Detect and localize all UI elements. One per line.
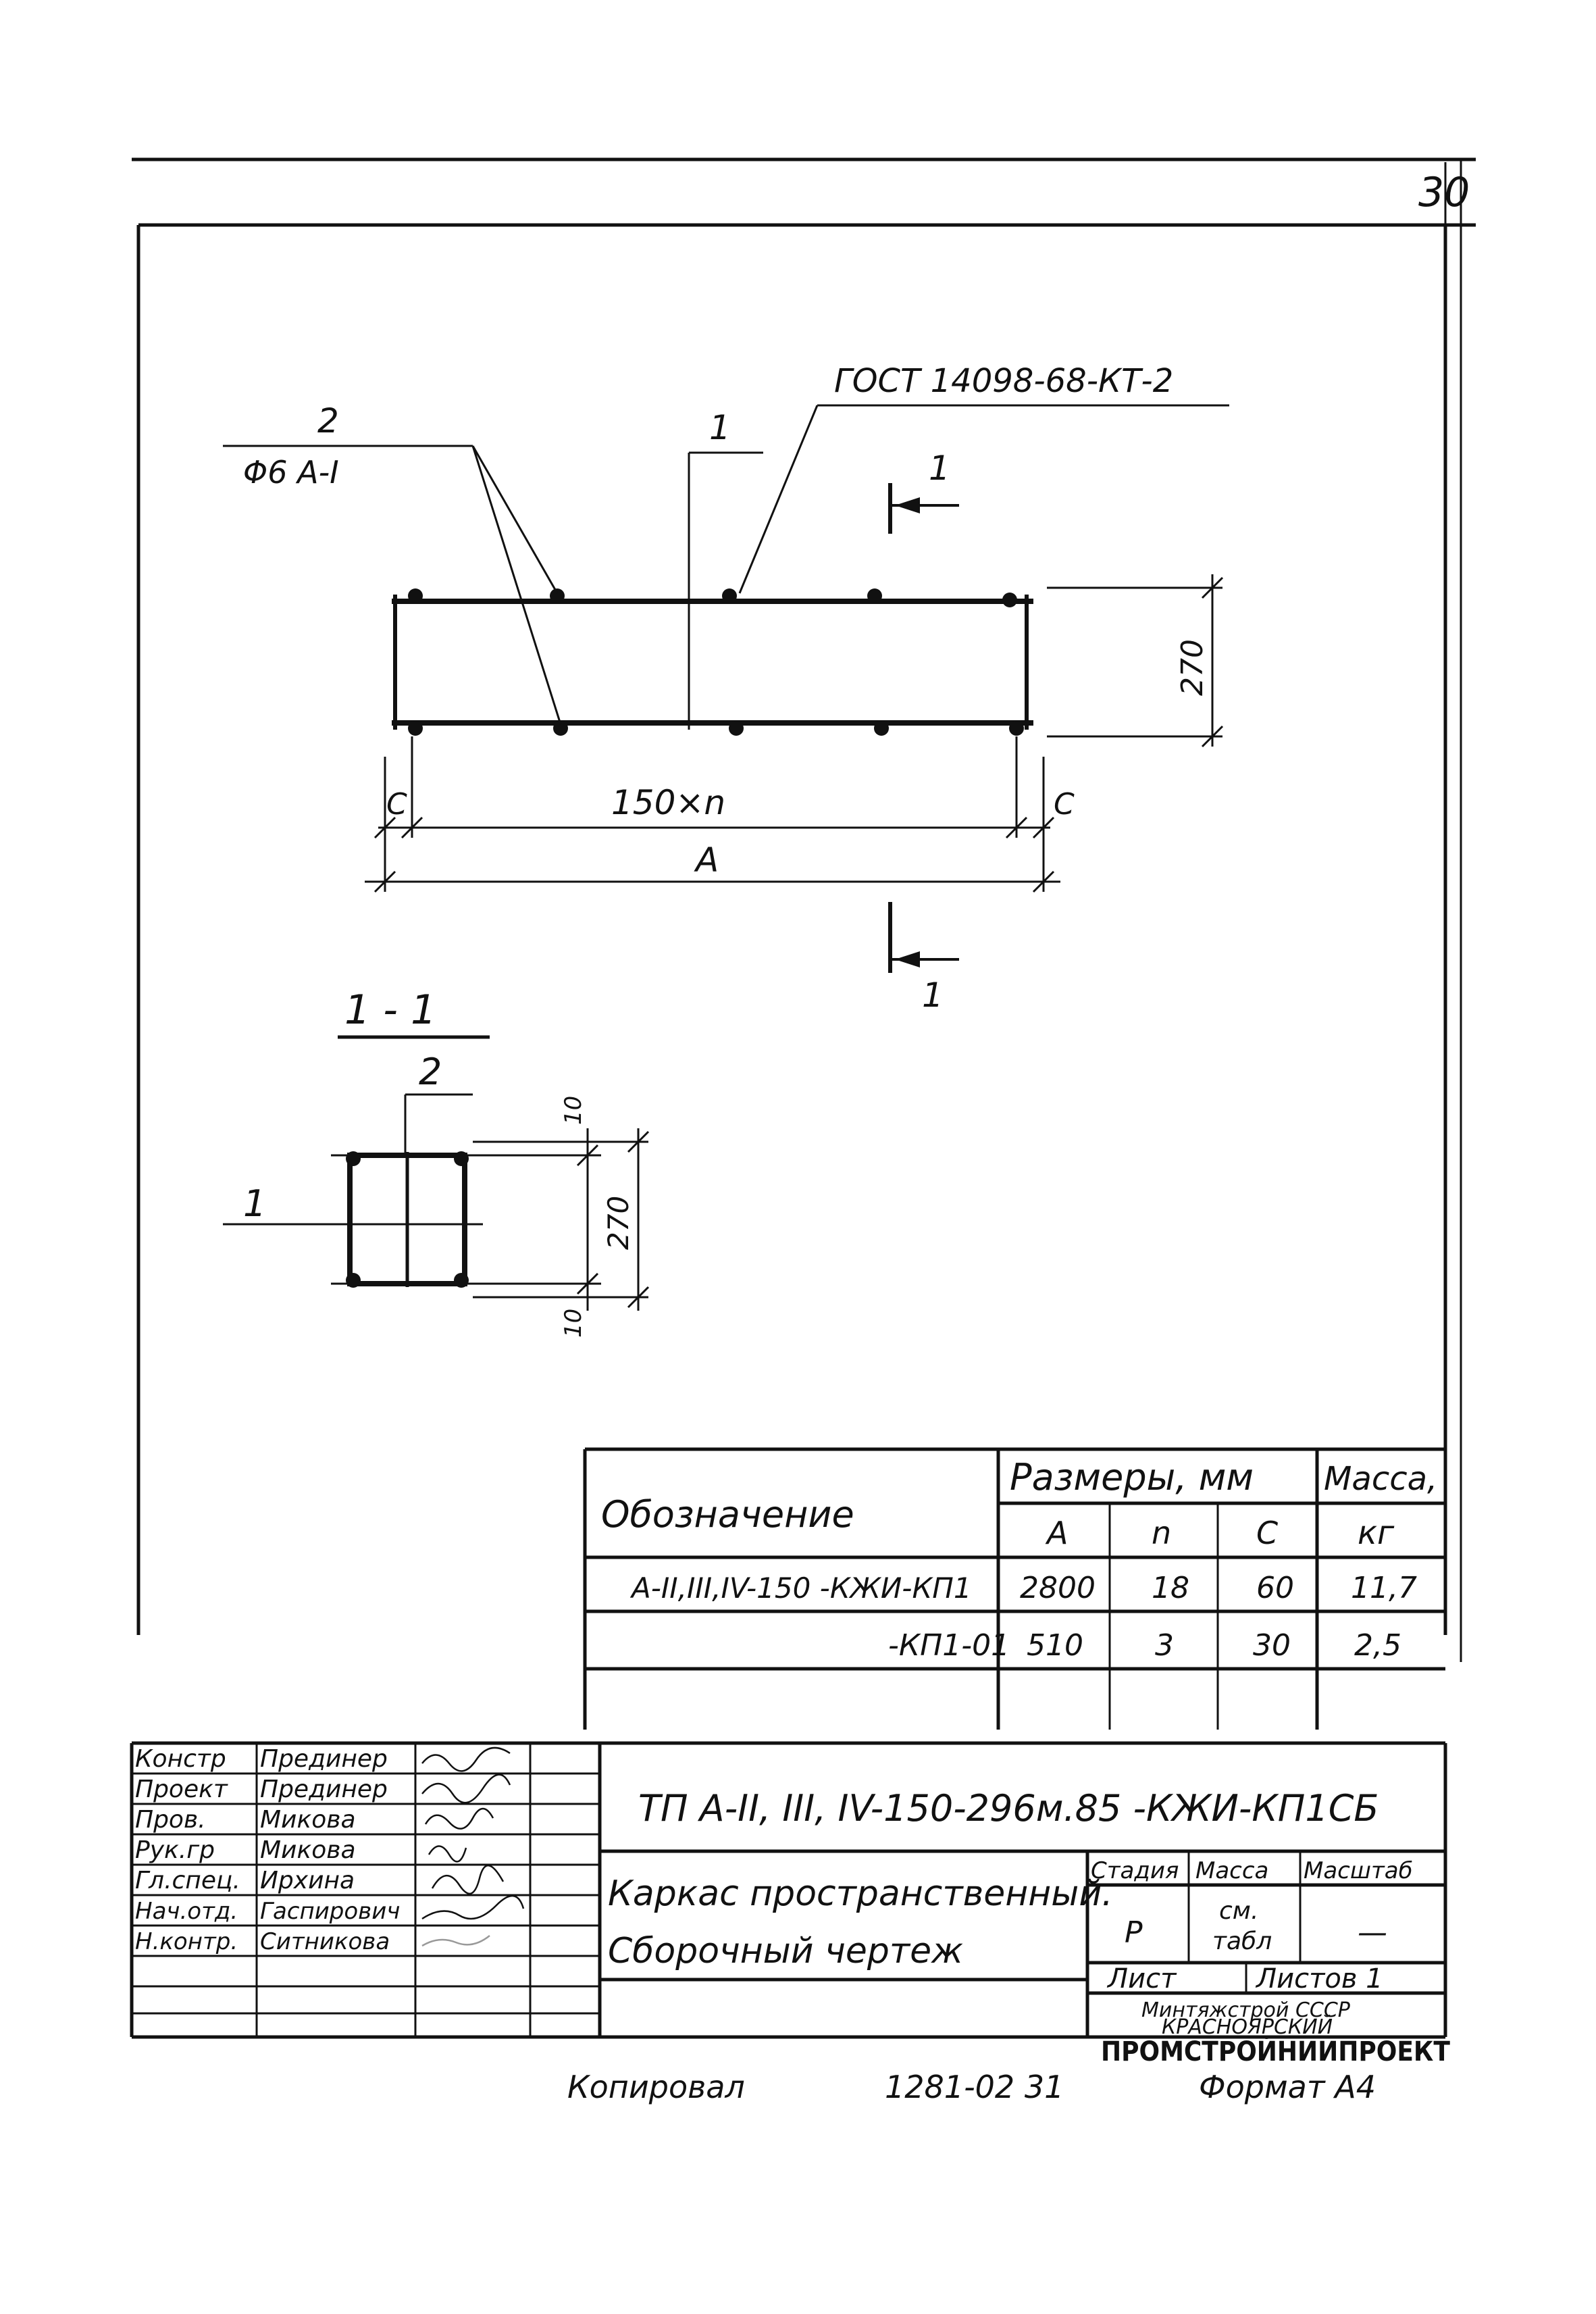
pos-2-spec: Φ6 A-I: [243, 454, 339, 491]
col-n: n: [1152, 1515, 1171, 1551]
svg-text:Прединер: Прединер: [260, 1776, 388, 1803]
drawing-title-2: Сборочный чертеж: [608, 1931, 963, 1971]
section-title: 1 - 1: [344, 986, 436, 1034]
svg-text:табл: табл: [1212, 1928, 1272, 1955]
sheet-frame: [132, 157, 1476, 1662]
svg-text:Констр: Констр: [135, 1745, 226, 1773]
section-pos-1: 1: [243, 1182, 266, 1225]
section-cut-top: 1: [888, 449, 959, 534]
col-a: A: [1045, 1515, 1068, 1551]
section-dim-10-bottom: 10: [560, 1309, 587, 1338]
svg-text:Проект: Проект: [135, 1776, 228, 1803]
section-view: 1 - 1 2 1 10 270 10: [223, 986, 650, 1338]
svg-text:Микова: Микова: [260, 1836, 356, 1864]
pos-2-number: 2: [317, 401, 339, 441]
gost-label: ГОСТ 14098-68-КТ-2: [834, 362, 1173, 400]
row2-designation: -КП1-01: [888, 1628, 1010, 1663]
svg-text:Н.контр.: Н.контр.: [135, 1928, 238, 1955]
row2-n: 3: [1155, 1628, 1174, 1663]
spec-table: Обозначение Размеры, мм Масса, кг A n C …: [583, 1447, 1445, 1730]
col-c: C: [1256, 1515, 1278, 1551]
row2-c: 30: [1253, 1628, 1291, 1663]
header-mass: Масса,: [1324, 1460, 1437, 1498]
plan-view: 2 Φ6 A-I ГОСТ 14098-68-КТ-2 1 1 1 270: [223, 362, 1229, 1015]
section-dim-270: 270: [602, 1196, 635, 1250]
row2-mass: 2,5: [1354, 1628, 1401, 1663]
svg-text:см.: см.: [1219, 1897, 1258, 1925]
plan-dim-270: 270: [1175, 639, 1210, 696]
signatures: [421, 1746, 525, 1947]
svg-text:1: 1: [929, 449, 950, 488]
section-pos-2: 2: [419, 1051, 442, 1093]
org-3: ПРОМСТРОЙНИИПРОЕКТ: [1101, 2035, 1450, 2067]
rod-dots: [408, 588, 1024, 736]
svg-text:Масса: Масса: [1195, 1857, 1268, 1884]
org-1: Минтяжстрой СССР: [1141, 1998, 1351, 2022]
svg-text:Р: Р: [1125, 1915, 1143, 1950]
header-mass-unit: кг: [1358, 1514, 1395, 1552]
svg-text:Гаспирович: Гаспирович: [260, 1898, 400, 1925]
svg-text:1281-02 31: 1281-02 31: [885, 2069, 1064, 2105]
row1-designation: A-II,III,IV-150 -КЖИ-КП1: [629, 1571, 972, 1605]
drawing-title-1: Каркас пространственный.: [608, 1873, 1113, 1914]
plan-dim-a: A: [694, 840, 719, 880]
footer: Копировал 1281-02 31 Формат А4: [567, 2069, 1376, 2105]
svg-text:Микова: Микова: [260, 1806, 356, 1834]
org-2: КРАСНОЯРСКИЙ: [1162, 2015, 1333, 2039]
header-designation: Обозначение: [601, 1493, 854, 1536]
svg-text:Прединер: Прединер: [260, 1745, 388, 1773]
plan-dim-c-left: C: [386, 787, 407, 822]
svg-text:Ситникова: Ситникова: [260, 1928, 390, 1955]
row1-a: 2800: [1020, 1571, 1096, 1605]
svg-text:Нач.отд.: Нач.отд.: [135, 1898, 238, 1925]
sheet-number: 30: [1418, 169, 1470, 216]
mark-1-label: 1: [709, 408, 731, 447]
row1-c: 60: [1256, 1571, 1294, 1605]
svg-text:—: —: [1358, 1915, 1387, 1950]
title-block: Констр Прединер Проект Прединер Пров. Ми…: [130, 1741, 1450, 2067]
row1-n: 18: [1152, 1571, 1189, 1605]
row1-mass: 11,7: [1351, 1571, 1417, 1605]
plan-dim-c-right: C: [1054, 787, 1075, 822]
svg-text:Формат А4: Формат А4: [1199, 2069, 1376, 2105]
svg-text:Стадия: Стадия: [1091, 1857, 1179, 1884]
svg-text:Гл.спец.: Гл.спец.: [135, 1867, 240, 1894]
svg-text:Пров.: Пров.: [135, 1806, 206, 1834]
doc-code: ТП A-II, III, IV-150-296м.85 -КЖИ-КП1СБ: [638, 1787, 1379, 1830]
svg-text:Рук.гр: Рук.гр: [135, 1836, 215, 1864]
section-dim-10-top: 10: [560, 1096, 587, 1125]
svg-text:Масштаб: Масштаб: [1304, 1857, 1413, 1884]
row2-a: 510: [1027, 1628, 1083, 1663]
svg-text:Копировал: Копировал: [567, 2069, 745, 2105]
header-dimensions: Размеры, мм: [1010, 1456, 1254, 1499]
plan-dim-pitch: 150×n: [611, 783, 725, 822]
svg-text:Ирхина: Ирхина: [260, 1867, 355, 1894]
svg-text:Листов 1: Листов 1: [1255, 1963, 1383, 1994]
svg-text:Лист: Лист: [1106, 1963, 1177, 1994]
svg-text:1: 1: [922, 976, 944, 1015]
section-cut-bottom: 1: [888, 902, 959, 1015]
